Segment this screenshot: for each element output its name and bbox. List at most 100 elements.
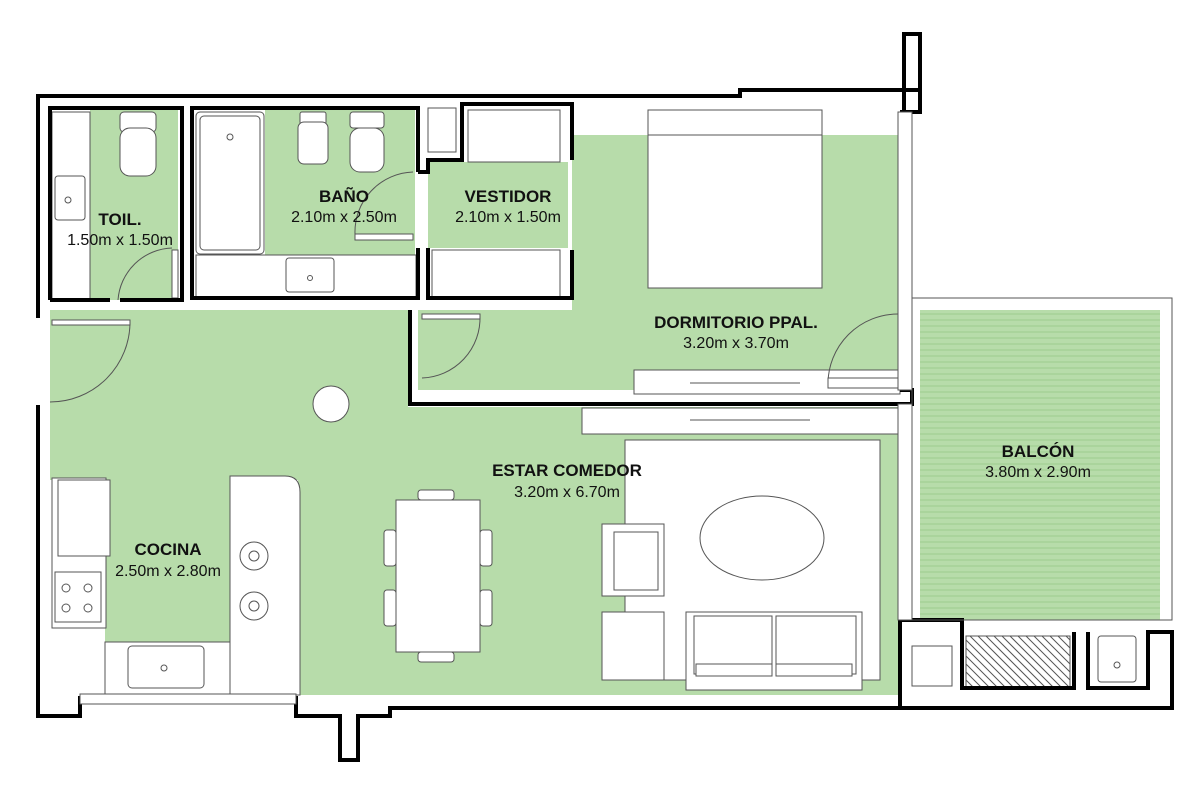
balcony-name: BALCÓN bbox=[1002, 442, 1075, 461]
hatch-line bbox=[1033, 635, 1071, 673]
bedroom-name: DORMITORIO PPAL. bbox=[654, 313, 818, 332]
closet-niche bbox=[427, 107, 457, 153]
outer-wall bbox=[36, 32, 922, 318]
burner-a bbox=[61, 583, 71, 593]
chair-2 bbox=[417, 651, 455, 663]
sofa-back-2 bbox=[775, 663, 853, 677]
chair-6 bbox=[479, 589, 493, 627]
bathtub bbox=[195, 111, 265, 255]
windows bbox=[79, 111, 1173, 705]
oven bbox=[57, 479, 111, 557]
bedroom-window-sill bbox=[827, 377, 901, 389]
closet-shelf-bottom bbox=[431, 249, 561, 299]
toilet-dims: 1.50m x 1.50m bbox=[67, 232, 173, 249]
hatch-line bbox=[1009, 635, 1063, 689]
chair-3 bbox=[383, 529, 397, 567]
closet-wall-b bbox=[426, 248, 574, 300]
kitchen-name: COCINA bbox=[134, 540, 201, 559]
closet-shelf-top bbox=[467, 109, 561, 163]
bath-wc-tank bbox=[349, 111, 385, 129]
island-burner-1b bbox=[248, 550, 260, 562]
bath-wc-bowl bbox=[349, 127, 385, 173]
bathtub-drain bbox=[226, 133, 234, 141]
kitchen-window bbox=[79, 693, 297, 705]
toilet-door-panel bbox=[171, 249, 179, 299]
bath-door-panel bbox=[354, 233, 414, 241]
coffee-table bbox=[699, 495, 825, 581]
bath-wall-b bbox=[192, 248, 420, 300]
hatch-line bbox=[965, 647, 1007, 689]
bath-door-swing bbox=[354, 171, 414, 235]
hatch-line bbox=[985, 635, 1039, 689]
living-wardrobe bbox=[581, 407, 901, 435]
kitchen-floor bbox=[105, 470, 230, 642]
armchair bbox=[601, 523, 665, 597]
hatch-line bbox=[969, 635, 1023, 689]
closet-floor bbox=[428, 162, 568, 248]
labels: TOIL. 1.50m x 1.50m BAÑO 2.10m x 2.50m V… bbox=[67, 186, 1091, 580]
burner-b bbox=[83, 583, 93, 593]
hatch-line bbox=[965, 671, 983, 689]
living-name: ESTAR COMEDOR bbox=[492, 461, 642, 480]
dining-table bbox=[395, 499, 481, 653]
toilet-wc-bowl bbox=[119, 127, 157, 177]
hatch-line bbox=[1025, 635, 1071, 681]
toilet-name: TOIL. bbox=[98, 210, 141, 229]
armchair-seat bbox=[613, 531, 659, 591]
chair-1 bbox=[417, 489, 455, 501]
hatch-line bbox=[965, 655, 999, 689]
column bbox=[312, 385, 350, 423]
bedroom-window-door-swing bbox=[827, 313, 899, 385]
hatch-line bbox=[1001, 635, 1055, 689]
bedroom-window bbox=[897, 111, 913, 391]
bedroom-door-swing bbox=[421, 315, 481, 379]
bed bbox=[647, 109, 823, 289]
bath-sink-drain bbox=[307, 275, 313, 281]
kitchen-island bbox=[229, 475, 301, 696]
balcony-railing bbox=[911, 297, 1173, 621]
sofa bbox=[685, 611, 863, 691]
bidet bbox=[297, 121, 329, 165]
hatch-line bbox=[1065, 635, 1071, 641]
hatch-line bbox=[1017, 635, 1071, 689]
chair-5 bbox=[479, 529, 493, 567]
sofa-back-1 bbox=[695, 663, 773, 677]
hatch-line bbox=[1049, 635, 1071, 657]
left-wall-lower bbox=[36, 405, 82, 718]
hatch-line bbox=[993, 635, 1047, 689]
island-burner-2b bbox=[248, 600, 260, 612]
bath-dims: 2.10m x 2.50m bbox=[291, 209, 397, 226]
hatch-line bbox=[1041, 635, 1071, 665]
bedroom-door-panel bbox=[421, 313, 481, 320]
chair-4 bbox=[383, 589, 397, 627]
closet-wall bbox=[418, 102, 574, 174]
bath-wall bbox=[190, 106, 420, 300]
island-burner-1 bbox=[239, 541, 269, 571]
bedroom-floor bbox=[418, 135, 898, 390]
closet-name: VESTIDOR bbox=[465, 187, 552, 206]
kitchen-sink bbox=[127, 645, 205, 689]
closet-dims: 2.10m x 1.50m bbox=[455, 209, 561, 226]
ottoman bbox=[601, 611, 665, 681]
entry-door-panel bbox=[51, 319, 131, 326]
bath-floor bbox=[265, 110, 415, 255]
kitchen-cooktop-left bbox=[54, 571, 102, 623]
laundry-sink-drain bbox=[1113, 661, 1121, 669]
laundry-sink bbox=[1097, 635, 1137, 683]
bathtub-inner bbox=[199, 115, 261, 251]
toilet-door-swing bbox=[117, 247, 173, 301]
living-window bbox=[897, 403, 913, 621]
balcony-dims: 3.80m x 2.90m bbox=[985, 464, 1091, 481]
bath-name: BAÑO bbox=[319, 186, 369, 206]
kitchen-sink-drain bbox=[160, 664, 168, 672]
entry-door-swing bbox=[49, 321, 131, 403]
balcony-storage bbox=[911, 645, 953, 687]
hatch-line bbox=[965, 639, 1015, 689]
living-dims: 3.20m x 6.70m bbox=[514, 484, 620, 501]
toilet-wall bbox=[48, 106, 184, 302]
burner-d bbox=[83, 603, 93, 613]
bottom-wall bbox=[294, 630, 1174, 762]
hatch-line bbox=[1057, 635, 1071, 649]
burner-c bbox=[61, 603, 71, 613]
